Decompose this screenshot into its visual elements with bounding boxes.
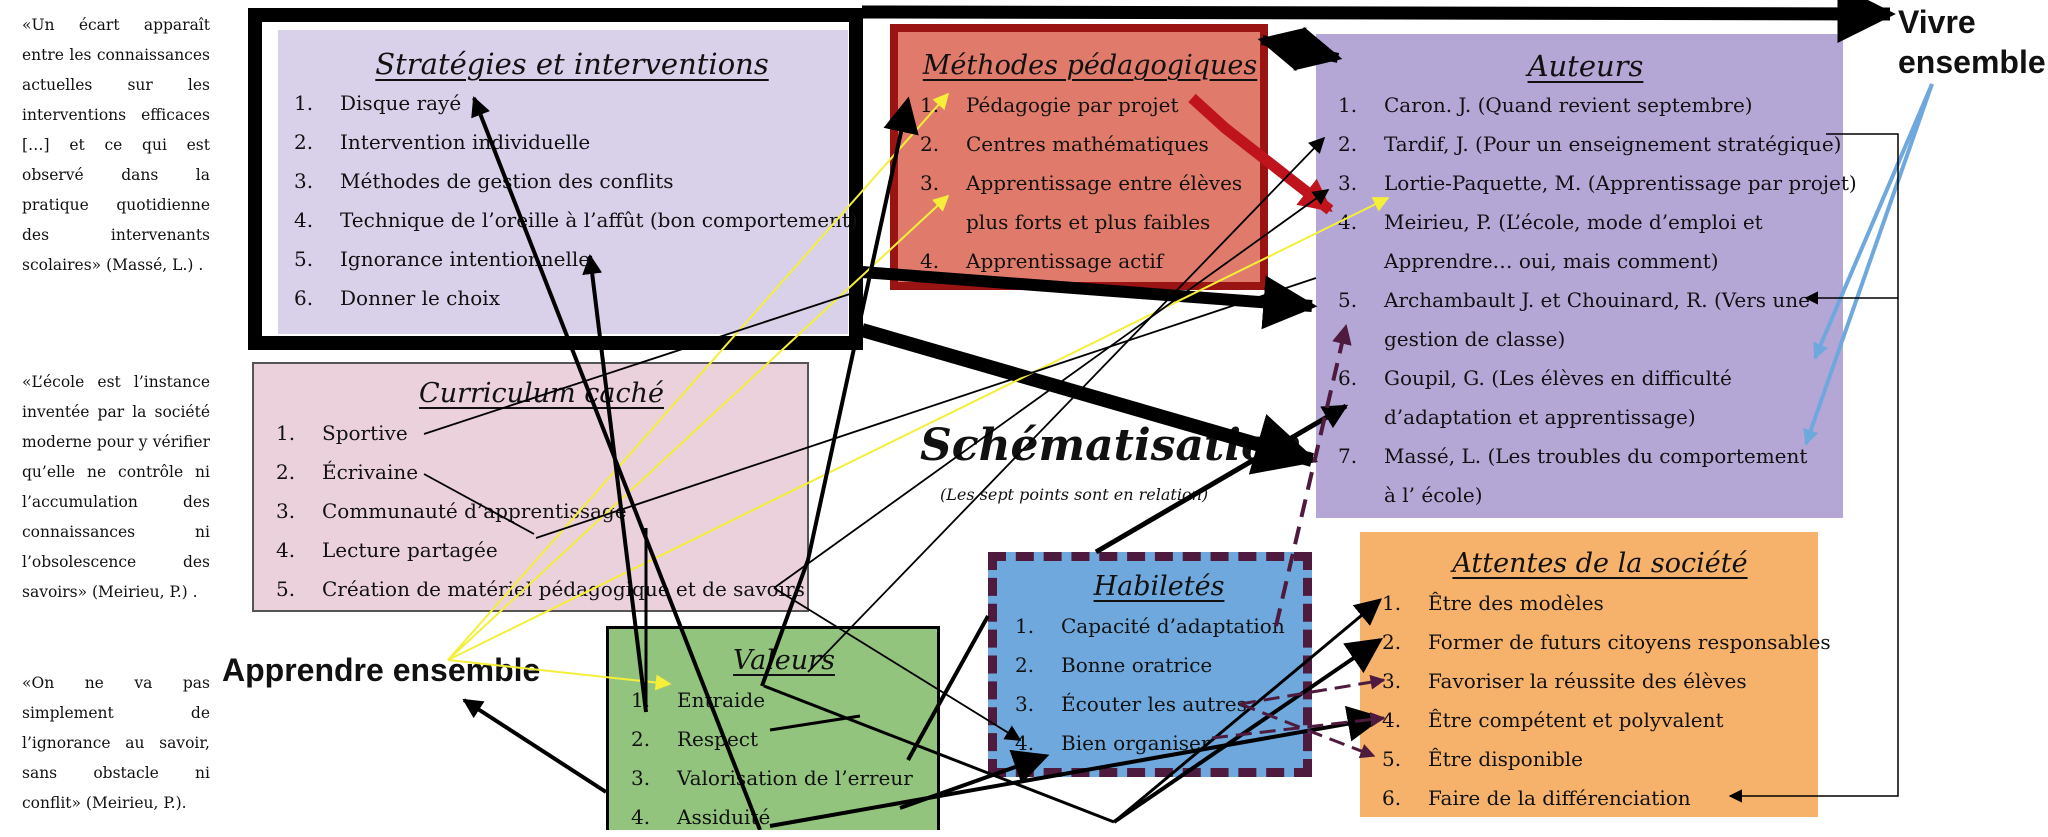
arrow-to-vivre-ensemble [861, 0, 1896, 44]
list-item: 5.Ignorance intentionnelle [294, 247, 591, 271]
list-item: 5.Création de matériel pédagogique et de… [276, 577, 805, 601]
valeurs-title: Valeurs [733, 645, 835, 676]
list-item: 2.Intervention individuelle [294, 130, 591, 154]
list-item: 5.Être disponible [1382, 747, 1584, 771]
list-item: 5.Archambault J. et Chouinard, R. (Vers … [1338, 288, 1810, 351]
list-item: 2.Former de futurs citoyens responsables [1382, 630, 1831, 654]
arrow-valeurs-to-apprendre [462, 698, 608, 794]
list-item: 3.Favoriser la réussite des élèves [1382, 669, 1747, 693]
list-item: 3.Communauté d’apprentissage [276, 499, 627, 523]
attentes-title: Attentes de la société [1452, 548, 1748, 579]
list-item: 4.Assiduité [631, 805, 771, 829]
list-item: 1.Capacité d’adaptation [1015, 614, 1285, 638]
strategies-list: 1.Disque rayé 2.Intervention individuell… [294, 84, 858, 318]
list-item: 3.Apprentissage entre élèves plus forts … [920, 171, 1243, 234]
auteurs-box: Auteurs 1.Caron. J. (Quand revient septe… [1316, 34, 1857, 518]
list-item: 1.Être des modèles [1382, 591, 1604, 615]
attentes-box: Attentes de la société 1.Être des modèle… [1360, 532, 1831, 818]
list-item: 6.Goupil, G. (Les élèves en difficulté d… [1338, 366, 1732, 429]
habiletes-list: 1.Capacité d’adaptation 2.Bonne oratrice… [1015, 607, 1303, 763]
strategies-box: Stratégies et interventions 1.Disque ray… [248, 8, 863, 350]
list-item: 4.Technique de l’oreille à l’affût (bon … [294, 208, 858, 232]
attentes-list: 1.Être des modèles 2.Former de futurs ci… [1382, 584, 1831, 818]
list-item: 6.Faire de la différenciation [1382, 786, 1691, 810]
list-item: 2.Respect [631, 727, 759, 751]
habiletes-box: Habiletés 1.Capacité d’adaptation 2.Bonn… [988, 552, 1312, 777]
quote-meirieu-ignorance: «On ne va pas simplement de l’ignorance … [22, 674, 210, 812]
list-item: 1.Disque rayé [294, 91, 462, 115]
habiletes-title: Habiletés [1093, 571, 1225, 602]
curriculum-box: Curriculum caché 1.Sportive 2.Écrivaine … [252, 362, 809, 612]
valeurs-list: 1.Entraide 2.Respect 3.Valorisation de l… [631, 681, 937, 837]
list-item: 1.Pédagogie par projet [920, 93, 1179, 117]
label-vivre-ensemble-line1: Vivre [1898, 4, 1976, 40]
list-item: 4.Lecture partagée [276, 538, 498, 562]
list-item: 4.Être compétent et polyvalent [1382, 708, 1724, 732]
list-item: 1.Sportive [276, 421, 408, 445]
list-item: 3.Méthodes de gestion des conflits [294, 169, 674, 193]
auteurs-title: Auteurs [1527, 49, 1644, 83]
list-item: 4.Meirieu, P. (L’école, mode d’emploi et… [1338, 210, 1763, 273]
label-vivre-ensemble-line2: ensemble [1898, 44, 2046, 80]
center-subtitle: (Les sept points sont en relation) [940, 485, 1209, 504]
list-item: 3.Valorisation de l’erreur [631, 766, 913, 790]
list-item: 3.Écouter les autres [1015, 692, 1247, 716]
valeurs-box: Valeurs 1.Entraide 2.Respect 3.Valorisat… [606, 626, 940, 830]
list-item: 1.Entraide [631, 688, 766, 712]
list-item: 1.Caron. J. (Quand revient septembre) [1338, 93, 1753, 117]
list-item: 2.Écrivaine [276, 460, 419, 484]
list-item: 2.Tardif, J. (Pour un enseignement strat… [1338, 132, 1842, 156]
methodes-list: 1.Pédagogie par projet 2.Centres mathéma… [920, 86, 1260, 281]
list-item: 2.Centres mathématiques [920, 132, 1209, 156]
center-title: Schématisation [920, 420, 1303, 471]
methodes-box: Méthodes pédagogiques 1.Pédagogie par pr… [890, 24, 1268, 290]
quote-meirieu-ecole: «L’école est l’instance inventée par la … [22, 373, 210, 601]
strategies-title: Stratégies et interventions [375, 47, 769, 81]
list-item: 2.Bonne oratrice [1015, 653, 1213, 677]
auteurs-list: 1.Caron. J. (Quand revient septembre) 2.… [1338, 86, 1857, 515]
curriculum-title: Curriculum caché [419, 378, 664, 409]
curriculum-list: 1.Sportive 2.Écrivaine 3.Communauté d’ap… [276, 414, 807, 609]
list-item: 3.Lortie-Paquette, M. (Apprentissage par… [1338, 171, 1857, 195]
quote-masse: «Un écart apparaît entre les connaissanc… [22, 16, 210, 274]
list-item: 4.Apprentissage actif [920, 249, 1164, 273]
list-item: 4.Bien organiser [1015, 731, 1211, 755]
list-item: 7.Massé, L. (Les troubles du comportemen… [1338, 444, 1808, 507]
label-apprendre-ensemble: Apprendre ensemble [222, 652, 541, 688]
list-item: 6.Donner le choix [294, 286, 500, 310]
methodes-title: Méthodes pédagogiques [922, 50, 1258, 81]
